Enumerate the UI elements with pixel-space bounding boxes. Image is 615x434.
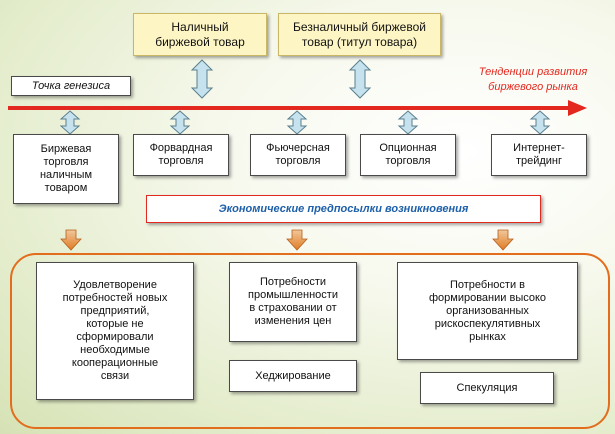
needs-enterprises-label: Удовлетворение потребностей новых предпр… [62,279,168,382]
hedging-box: Хеджирование [229,360,357,392]
down-arrow-2 [286,229,308,251]
trading-form-cash: Биржевая торговля наличным товаром [13,134,119,204]
double-arrow-cash [190,59,214,99]
noncash-commodity-label: Безналичный биржевой товар (титул товара… [293,19,426,49]
double-arrow-form-4 [397,110,419,135]
cash-commodity-box: Наличный биржевой товар [133,13,267,56]
trading-form-forward: Форвардная торговля [133,134,229,176]
trading-form-label: Биржевая торговля наличным товаром [39,143,93,194]
prerequisites-label: Экономические предпосылки возникновения [218,202,469,215]
trading-form-label: Фьючерсная торговля [266,142,330,167]
double-arrow-form-5 [529,110,551,135]
needs-markets-box: Потребности в формировании высоко органи… [397,262,578,360]
prerequisites-box: Экономические предпосылки возникновения [146,195,541,223]
double-arrow-form-2 [169,110,191,135]
trends-label: Тенденции развития биржевого рынка [478,66,588,93]
down-arrow-1 [60,229,82,251]
needs-frame [10,253,610,429]
trading-form-futures: Фьючерсная торговля [250,134,346,176]
trading-form-label: Интернет- трейдинг [513,142,565,167]
speculation-box: Спекуляция [420,372,554,404]
double-arrow-noncash [348,59,372,99]
down-arrow-3 [492,229,514,251]
needs-markets-label: Потребности в формировании высоко органи… [428,278,547,343]
hedging-label: Хеджирование [255,369,331,382]
cash-commodity-label: Наличный биржевой товар [155,19,245,49]
speculation-label: Спекуляция [456,381,518,394]
double-arrow-form-1 [59,110,81,135]
timeline-arrow [8,100,587,116]
noncash-commodity-box: Безналичный биржевой товар (титул товара… [278,13,441,56]
trading-form-label: Форвардная торговля [149,142,213,167]
genesis-point-box: Точка генезиса [11,76,131,96]
needs-enterprises-box: Удовлетворение потребностей новых предпр… [36,262,194,400]
needs-industry-box: Потребности промышленности в страховании… [229,262,357,342]
genesis-point-label: Точка генезиса [31,79,111,92]
needs-industry-label: Потребности промышленности в страховании… [248,276,338,327]
trading-form-label: Опционная торговля [379,142,437,167]
trading-form-options: Опционная торговля [360,134,456,176]
trading-form-internet: Интернет- трейдинг [491,134,587,176]
double-arrow-form-3 [286,110,308,135]
